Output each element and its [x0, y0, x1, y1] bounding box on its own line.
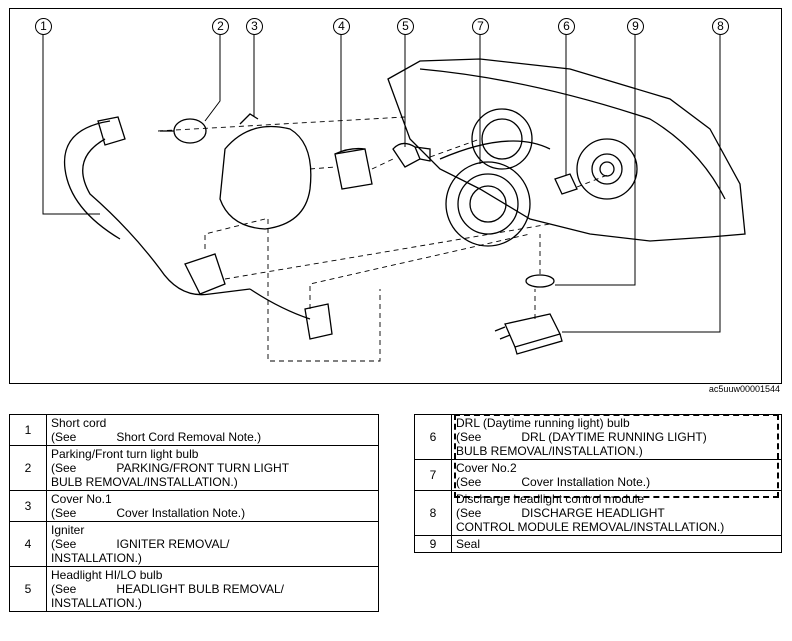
callout-4: 4 — [333, 18, 350, 35]
legend-description: Discharge headlight control module (See D… — [451, 490, 782, 536]
parking-bulb — [173, 118, 207, 144]
see-line: (See PARKING/FRONT TURN LIGHT — [51, 461, 374, 475]
reference-link-cont[interactable]: BULB REMOVAL/INSTALLATION.) — [456, 444, 643, 458]
legend-row: 7 Cover No.2 (See Cover Installation Note… — [414, 459, 782, 491]
legend-description: Headlight HI/LO bulb (See HEADLIGHT BULB … — [46, 566, 379, 612]
see-line: (See Cover Installation Note.) — [456, 475, 777, 489]
see-line: (See DISCHARGE HEADLIGHT — [456, 506, 777, 520]
legend-number: 9 — [414, 535, 452, 553]
hilo-bulb — [392, 142, 421, 168]
callout-3: 3 — [246, 18, 263, 35]
igniter — [334, 148, 373, 190]
legend-description: Igniter (See IGNITER REMOVAL/ INSTALLATIO… — [46, 521, 379, 567]
legend-row: 8 Discharge headlight control module (Se… — [414, 490, 782, 536]
reference-link-cont[interactable]: BULB REMOVAL/INSTALLATION.) — [51, 475, 238, 489]
see-line: (See HEADLIGHT BULB REMOVAL/ — [51, 582, 374, 596]
see-text: (See — [456, 475, 482, 489]
reference-link[interactable]: PARKING/FRONT TURN LIGHT — [116, 461, 290, 475]
part-name: Discharge headlight control module — [456, 492, 645, 506]
legend-number: 8 — [414, 490, 452, 536]
legend-number: 2 — [9, 445, 47, 491]
see-line: (See Short Cord Removal Note.) — [51, 430, 374, 444]
see-text: (See — [51, 537, 77, 551]
legend-description: Cover No.2 (See Cover Installation Note.) — [451, 459, 782, 491]
part-name: Short cord — [51, 416, 107, 430]
see-text: (See — [51, 506, 77, 520]
callout-9: 9 — [627, 18, 644, 35]
part-name: Parking/Front turn light bulb — [51, 447, 199, 461]
reference-link-cont[interactable]: CONTROL MODULE REMOVAL/INSTALLATION.) — [456, 520, 725, 534]
part-name: Igniter — [51, 523, 85, 537]
headlight-exploded-drawing — [42, 33, 746, 362]
drl-bulb — [554, 173, 578, 195]
exploded-view-figure: 1 2 3 4 5 7 6 9 8 — [9, 8, 782, 384]
discharge-control-module — [504, 313, 561, 348]
cover-no2-ring — [445, 161, 531, 247]
legend-number: 3 — [9, 490, 47, 522]
reference-link-cont[interactable]: INSTALLATION.) — [51, 551, 142, 565]
see-text: (See — [51, 430, 77, 444]
reference-link-cont[interactable]: INSTALLATION.) — [51, 596, 142, 610]
legend-number: 4 — [9, 521, 47, 567]
reference-link[interactable]: DRL (DAYTIME RUNNING LIGHT) — [521, 430, 707, 444]
seal — [525, 274, 555, 288]
part-name: Headlight HI/LO bulb — [51, 568, 163, 582]
reflector-right — [576, 138, 638, 200]
reference-link[interactable]: Cover Installation Note.) — [521, 475, 651, 489]
callout-2: 2 — [212, 18, 229, 35]
reflector-left — [471, 108, 533, 170]
legend-description: Cover No.1 (See Cover Installation Note.) — [46, 490, 379, 522]
legend-description: Seal — [451, 535, 782, 553]
legend-row: 3 Cover No.1 (See Cover Installation Note… — [9, 490, 379, 522]
legend-table-left: 1 Short cord (See Short Cord Removal Note… — [9, 414, 379, 612]
reference-link[interactable]: DISCHARGE HEADLIGHT — [521, 506, 665, 520]
reference-link[interactable]: IGNITER REMOVAL/ — [116, 537, 230, 551]
part-name: Cover No.2 — [456, 461, 517, 475]
legend-number: 7 — [414, 459, 452, 491]
see-line: (See Cover Installation Note.) — [51, 506, 374, 520]
see-text: (See — [51, 582, 77, 596]
callout-8: 8 — [712, 18, 729, 35]
legend-number: 6 — [414, 414, 452, 460]
figure-code: ac5uuw00001544 — [708, 384, 780, 394]
see-text: (See — [51, 461, 77, 475]
short-cord — [82, 138, 251, 296]
legend-description: DRL (Daytime running light) bulb (See DRL… — [451, 414, 782, 460]
legend-row: 9 Seal — [414, 535, 782, 553]
cover-no1-dome — [219, 125, 312, 230]
legend-number: 5 — [9, 566, 47, 612]
legend-row: 4 Igniter (See IGNITER REMOVAL/ INSTALLAT… — [9, 521, 379, 567]
see-text: (See — [456, 506, 482, 520]
callout-7: 7 — [472, 18, 489, 35]
see-line: (See IGNITER REMOVAL/ — [51, 537, 374, 551]
legend-row: 2 Parking/Front turn light bulb (See PARK… — [9, 445, 379, 491]
legend-description: Short cord (See Short Cord Removal Note.) — [46, 414, 379, 446]
legend-row: 1 Short cord (See Short Cord Removal Note… — [9, 414, 379, 446]
legend-description: Parking/Front turn light bulb (See PARKIN… — [46, 445, 379, 491]
legend-number: 1 — [9, 414, 47, 446]
legend-row: 5 Headlight HI/LO bulb (See HEADLIGHT BUL… — [9, 566, 379, 612]
see-line: (See DRL (DAYTIME RUNNING LIGHT) — [456, 430, 777, 444]
callout-5: 5 — [397, 18, 414, 35]
cord-connector — [184, 253, 226, 295]
reference-link[interactable]: Short Cord Removal Note.) — [116, 430, 262, 444]
see-text: (See — [456, 430, 482, 444]
headlight-housing — [387, 58, 746, 242]
part-name: Cover No.1 — [51, 492, 112, 506]
part-name: DRL (Daytime running light) bulb — [456, 416, 630, 430]
reference-link[interactable]: Cover Installation Note.) — [116, 506, 246, 520]
reference-link[interactable]: HEADLIGHT BULB REMOVAL/ — [116, 582, 284, 596]
callout-6: 6 — [558, 18, 575, 35]
part-name: Seal — [456, 537, 481, 551]
callout-1: 1 — [35, 18, 52, 35]
